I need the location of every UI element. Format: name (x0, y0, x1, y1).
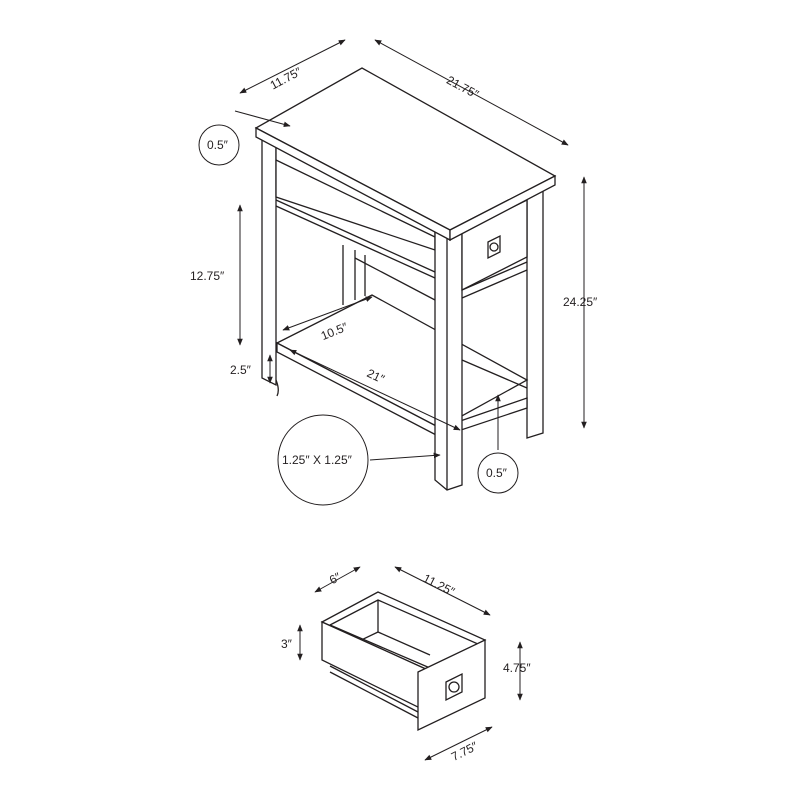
drawer-front-width-label: 7.75″ (449, 739, 481, 764)
width-label: 21.75″ (444, 73, 482, 102)
height-label: 24.25″ (563, 295, 598, 309)
depth-label: 11.75″ (268, 64, 305, 92)
drawer-dimension-lines (297, 566, 523, 761)
top-thickness-callout (198, 124, 240, 166)
drawer-inner-height-label: 3″ (281, 637, 293, 651)
leg-size-callout (277, 414, 369, 506)
shelf-thickness-callout (477, 452, 519, 494)
shelf-height-label: 2.5″ (230, 363, 252, 377)
drawer-front-height-label: 4.75″ (503, 661, 531, 675)
drawer-pull-icon (487, 234, 501, 260)
front-right-leg (434, 221, 463, 491)
drawer-pull-icon (445, 672, 463, 702)
top-thickness-label: 0.5″ (207, 138, 229, 152)
shelf-thickness-label: 0.5″ (486, 466, 508, 480)
drawer-depth-label: 11.25″ (421, 571, 458, 599)
drawer-drawing (320, 591, 487, 732)
shelf-clearance-label: 12.75″ (190, 269, 225, 283)
side-table-drawing (254, 67, 557, 491)
leg-size-label: 1.25″ X 1.25″ (282, 453, 353, 467)
front-left-leg (261, 134, 277, 387)
dimension-lines (198, 39, 587, 506)
